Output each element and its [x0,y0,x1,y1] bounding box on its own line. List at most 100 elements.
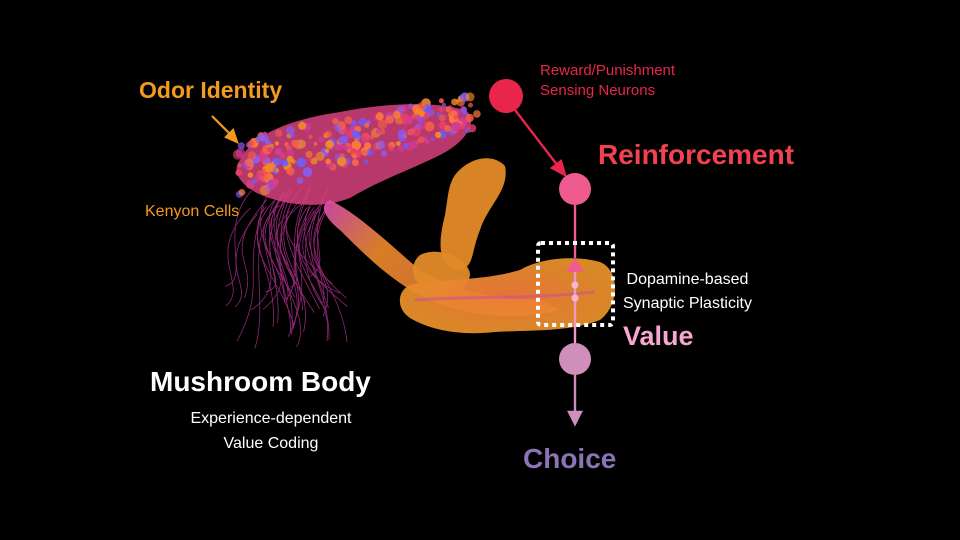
kenyon-cell-soma [397,129,407,139]
kenyon-cell-soma [361,149,367,156]
kenyon-cell-soma [444,125,451,132]
dopamine-line1: Dopamine-based [626,271,749,288]
kenyon-cell-soma [400,112,409,122]
kenyon-cell-soma [417,101,427,111]
vertical-lobe [440,158,506,270]
kenyon-cell-soma [351,140,362,150]
kenyon-cell-soma [272,157,282,166]
kenyon-cell-soma [460,106,468,114]
reward-sensing-label: Reward/Punishment Sensing Neurons [540,61,675,101]
kenyon-cell-soma [438,98,444,104]
kenyon-cell-soma [296,157,307,168]
kenyon-cell-soma [465,113,474,123]
kenyon-cell-somata [232,92,481,198]
kenyon-cell-soma [325,148,329,153]
kenyon-cell-soma [351,159,359,167]
reinforcement-node [559,173,591,205]
kenyon-cell-fibre [304,208,327,310]
kenyon-cell-fibre [265,190,293,293]
reward-sensing-line1: Reward/Punishment [540,62,676,79]
kenyon-cell-soma [352,153,357,158]
kenyon-cell-fibre [304,200,330,340]
kenyon-cell-fibre [264,190,287,304]
kenyon-cell-soma [263,131,268,136]
kenyon-cell-soma [375,128,381,134]
kenyon-cell-soma [318,136,325,143]
kenyon-cell-fibre [262,202,286,310]
kenyon-cell-soma [424,121,435,132]
kenyon-cell-soma [344,116,353,125]
kenyon-cell-soma [473,110,481,118]
kenyon-cell-soma [408,128,416,136]
kenyon-cell-soma [366,148,374,157]
kenyon-cell-soma [273,178,279,185]
kenyon-cell-soma [275,129,283,137]
kenyon-cell-soma [438,106,444,113]
kenyon-cell-soma [332,118,339,125]
kenyon-cell-soma [397,145,404,152]
kenyon-cell-soma [380,150,388,157]
mushroom-body-title: Mushroom Body [150,366,371,397]
kenyon-cell-soma [435,131,442,139]
kenyon-cell-fibre [235,213,259,308]
value-node [559,343,591,375]
arrow-down-icon-plasticity [566,258,584,272]
kenyon-cell-soma [237,163,242,168]
mb-subtitle-line2: Value Coding [223,435,319,452]
kenyon-cell-fibre [241,199,268,298]
kenyon-cell-soma [414,114,422,121]
kenyon-cell-fibre [302,204,348,307]
kenyon-cell-soma [274,141,280,146]
kenyon-cell-soma [302,167,313,178]
kenyon-cell-fibres [225,185,348,349]
kenyon-cell-soma [262,135,269,142]
kenyon-cell-soma [324,130,333,138]
kenyon-cell-soma [375,112,384,121]
kenyon-cells-label: Kenyon Cells [145,203,240,220]
kenyon-cell-fibre [287,207,308,337]
kenyon-cell-soma [358,117,367,127]
kenyon-cell-soma [284,142,289,147]
kenyon-cell-fibre [283,200,306,333]
kenyon-cell-soma [451,98,458,106]
kenyon-cell-soma [296,177,304,184]
kenyon-cell-soma [275,147,283,156]
kenyon-cell-soma [451,121,461,132]
reinforcement-label: Reinforcement [598,139,795,170]
kenyon-cell-soma [459,123,466,130]
dopamine-line2: Synaptic Plasticity [623,295,752,312]
mushroom-body-subtitle: Experience-dependent Value Coding [150,406,392,456]
synapse-dot [571,294,579,302]
kenyon-cell-soma [441,102,446,107]
kenyon-cell-fibre [313,205,348,342]
kenyon-cell-soma [265,158,271,164]
reward-to-reinforcement-arrow [514,109,567,178]
kenyon-cell-soma [333,123,341,131]
arrow-down-icon [567,375,583,427]
kenyon-cell-soma [296,139,306,149]
kenyon-cell-soma [430,136,435,142]
kenyon-cell-fibre [225,207,251,307]
kenyon-cell-soma [346,148,352,153]
kenyon-cell-soma [446,105,454,112]
reward-neuron-node [489,79,523,113]
kenyon-cell-fibre [313,205,347,299]
mushroom-body-image [225,92,615,349]
kenyon-cell-soma [465,92,475,102]
kenyon-cell-soma [352,130,360,138]
kenyon-cell-fibre [273,192,296,288]
kenyon-cell-soma [275,168,280,173]
kenyon-cell-soma [361,132,370,142]
kenyon-cell-soma [376,140,386,150]
mb-subtitle-line1: Experience-dependent [190,410,352,427]
synapse-dot [571,281,579,289]
kenyon-cell-fibre [225,190,252,287]
kenyon-cell-soma [380,129,386,135]
dopamine-plasticity-label: Dopamine-based Synaptic Plasticity [623,268,752,316]
kenyon-cell-soma [395,141,401,146]
kenyon-cell-fibre [276,188,306,303]
kenyon-cell-soma [325,140,334,149]
kenyon-cell-soma [403,142,409,149]
kenyon-cell-soma [392,110,401,119]
kenyon-cell-fibre [268,198,289,302]
